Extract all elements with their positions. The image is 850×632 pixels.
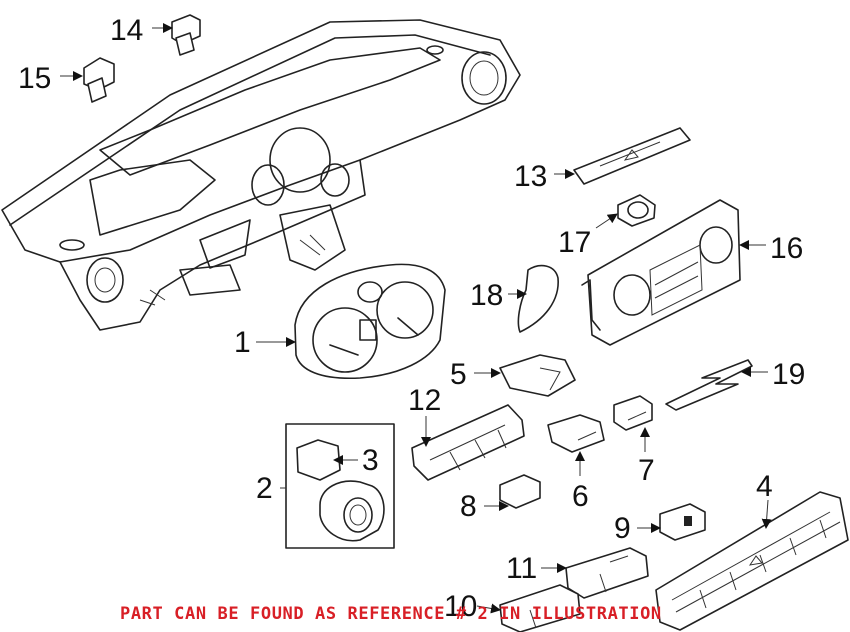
callout-6: 6	[572, 480, 589, 513]
callout-12: 12	[408, 384, 441, 417]
callout-9: 9	[614, 512, 631, 545]
part-10-switch-pair	[499, 584, 581, 632]
part-19-trim-strip	[665, 359, 753, 411]
part-7-switch	[613, 395, 653, 431]
part-18-trim-piece	[517, 264, 559, 333]
callout-18: 18	[470, 279, 503, 312]
part-6-switch	[547, 414, 605, 453]
reference-note: PART CAN BE FOUND AS REFERENCE # 2 IN IL…	[120, 604, 662, 624]
callout-1: 1	[234, 326, 251, 359]
part-8-switch	[499, 474, 541, 509]
callout-10: 10	[444, 590, 477, 623]
part-17-sensor	[617, 194, 656, 227]
part-14-switch-cap	[171, 14, 201, 56]
callout-11: 11	[506, 552, 537, 585]
part-4-switch-strip	[655, 491, 849, 631]
dashboard-panel	[1, 19, 521, 331]
callout-2: 2	[256, 472, 273, 505]
callout-8: 8	[460, 490, 477, 523]
part-5-switch	[499, 354, 576, 397]
part-12-switch-panel	[411, 404, 525, 481]
part-9-switch	[659, 503, 706, 541]
callout-15: 15	[18, 62, 51, 95]
part-13-switch-panel	[573, 127, 691, 185]
part-1-instrument-cluster	[294, 263, 446, 380]
callout-17: 17	[558, 226, 591, 259]
leader-arrows	[60, 23, 772, 614]
callout-4: 4	[756, 470, 773, 503]
callout-3: 3	[362, 444, 379, 477]
callout-labels: 14 15 13 17 16 18 1 5 19 12 3 2 6 7 8 4 …	[18, 14, 805, 623]
callout-14: 14	[110, 14, 143, 47]
callout-13: 13	[514, 160, 547, 193]
part-15-switch-cap	[83, 57, 115, 103]
part-16-climate-control	[581, 199, 741, 346]
part-11-switch-pair	[565, 547, 649, 599]
callout-19: 19	[772, 358, 805, 391]
callout-7: 7	[638, 454, 655, 487]
callout-5: 5	[450, 358, 467, 391]
callout-16: 16	[770, 232, 803, 265]
part-2-switch-group-box	[285, 423, 395, 549]
